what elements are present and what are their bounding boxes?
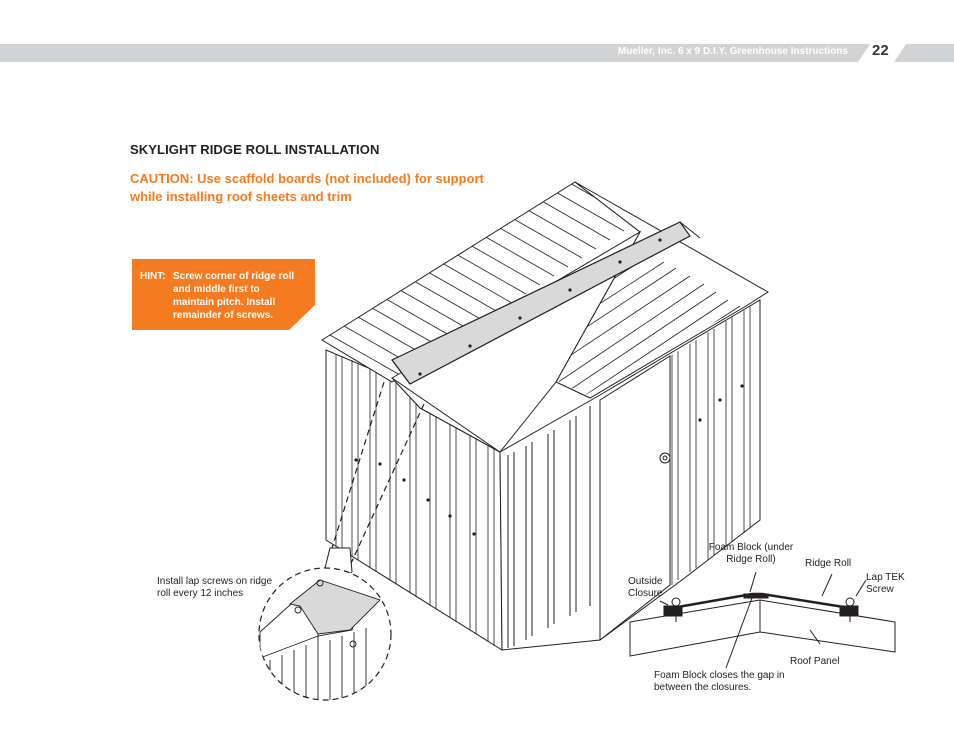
label-lap-tek-screw: Lap TEK Screw: [866, 572, 905, 595]
hint-label: HINT:: [140, 271, 166, 282]
label-outside-closure: Outside Closure: [628, 576, 663, 599]
label-lap-screws: Install lap screws on ridge roll every 1…: [157, 576, 273, 599]
label-foam-block-gap: Foam Block closes the gap in between the…: [654, 670, 785, 693]
label-foam-block: Foam Block (under Ridge Roll): [708, 542, 794, 565]
caution-text: CAUTION: Use scaffold boards (not includ…: [130, 170, 510, 206]
ridge-section-diagram: [629, 571, 896, 669]
label-roof-panel: Roof Panel: [790, 656, 840, 667]
section-title: SKYLIGHT RIDGE ROLL INSTALLATION: [130, 142, 380, 157]
label-ridge-roll: Ridge Roll: [805, 558, 852, 569]
header-band: [0, 44, 954, 62]
header-title: Mueller, Inc. 6 x 9 D.I.Y. Greenhouse In…: [617, 46, 848, 57]
page-number: 22: [872, 42, 889, 59]
hint-box: [132, 259, 315, 330]
caution-line-1: CAUTION: Use scaffold boards (not includ…: [130, 171, 484, 186]
hint-body: Screw corner of ridge roll and middle fi…: [173, 271, 295, 321]
caution-line-2: while installing roof sheets and trim: [130, 189, 352, 204]
